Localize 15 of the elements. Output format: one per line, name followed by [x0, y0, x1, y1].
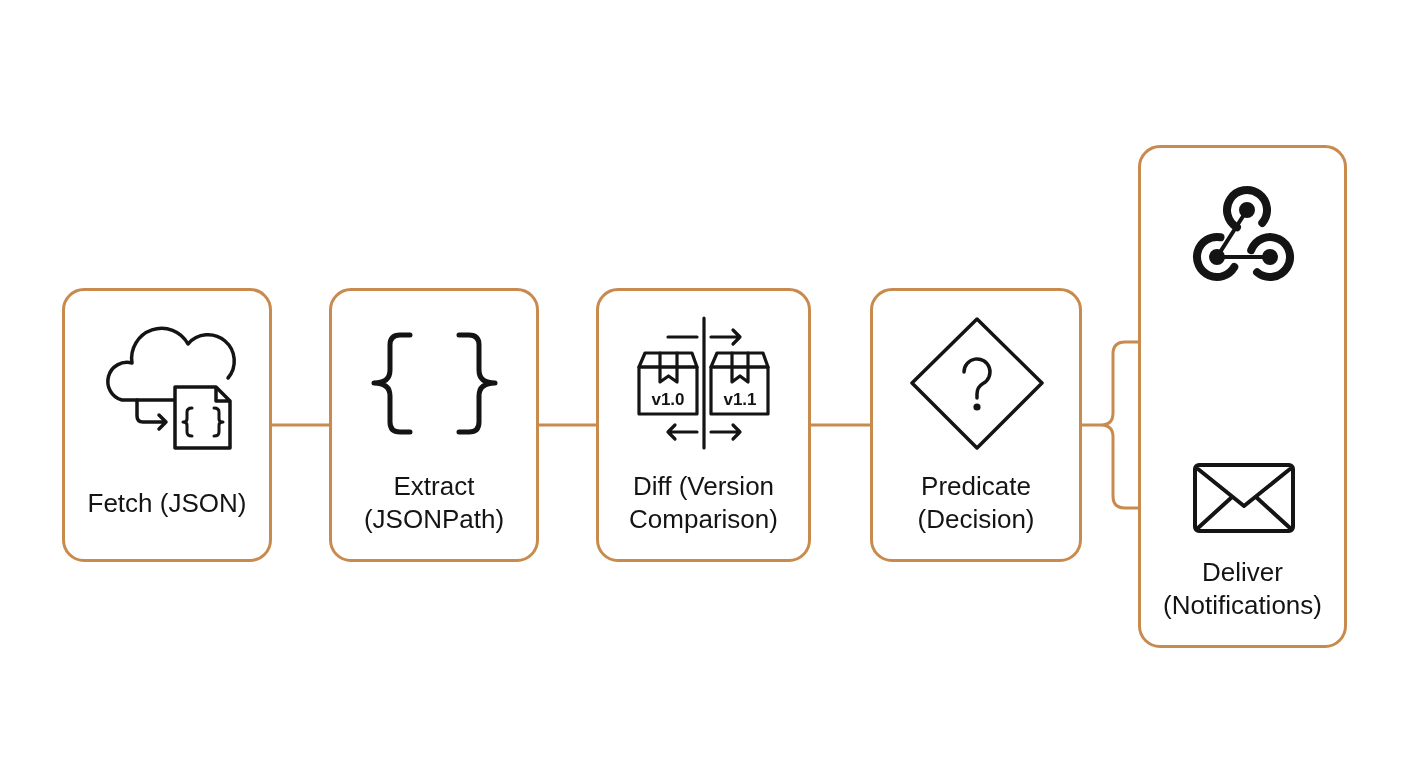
process-box — [329, 288, 539, 562]
process-box — [870, 288, 1082, 562]
connector-line — [538, 423, 597, 427]
connector-line — [271, 423, 330, 427]
step-label: Predicate (Decision) — [917, 471, 1035, 534]
connector-line — [810, 423, 871, 427]
step-label: Diff (Version Comparison) — [629, 471, 778, 534]
process-box — [596, 288, 811, 562]
step-label: Fetch (JSON) — [87, 487, 247, 518]
step-label: Extract (JSONPath) — [363, 471, 505, 534]
process-box — [1138, 145, 1347, 648]
version-label: v1.0 — [651, 390, 685, 408]
step-label: Deliver (Notifications) — [1163, 557, 1322, 620]
version-label: v1.1 — [723, 390, 757, 408]
process-box — [62, 288, 272, 562]
